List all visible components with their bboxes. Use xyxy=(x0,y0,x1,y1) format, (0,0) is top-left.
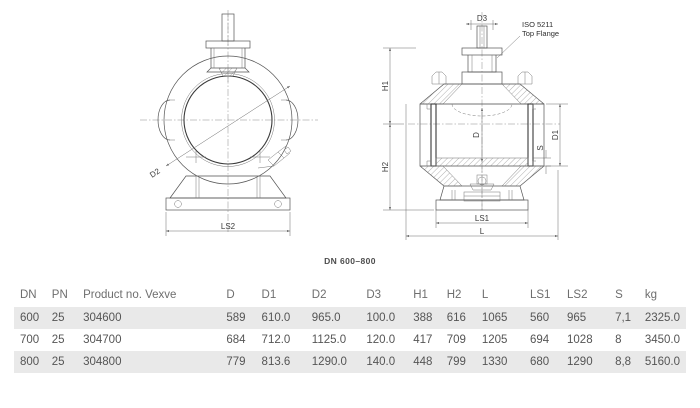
cell-d3: 100.0 xyxy=(366,307,414,329)
figure-caption: DN 600–800 xyxy=(324,256,376,266)
column-header-h1: H1 xyxy=(413,289,428,301)
cell-kg: 2325.0 xyxy=(644,307,686,329)
column-header-pn: PN xyxy=(51,289,68,301)
table-row: 700 25 304700 684 712.0 1125.0 120.0 417… xyxy=(14,329,686,351)
cell-dn: 700 xyxy=(20,334,40,346)
column-header-d: D xyxy=(226,289,235,301)
technical-drawing: D2 LS2 D3 ISO 5211 Top Flange xyxy=(140,10,568,240)
cell-product-no: 304700 xyxy=(83,334,122,346)
cell-ls1: 694 xyxy=(529,334,550,346)
cell-pn: 25 xyxy=(51,334,65,346)
column-header-d3: D3 xyxy=(366,289,382,301)
cell-ls2: 1028 xyxy=(567,334,593,346)
column-header-dn: DN xyxy=(20,289,37,301)
cell-s: 7,1 xyxy=(615,307,645,329)
dim-label-d2: D2 xyxy=(148,166,162,179)
cell-pn: 25 xyxy=(51,351,84,373)
cell-dn: 600 xyxy=(14,307,52,329)
cell-l: 1330 xyxy=(481,351,530,373)
specification-table: DN PN Product no. Vexve D D1 D2 D3 H1 H2… xyxy=(14,286,686,373)
column-header-kg: kg xyxy=(644,289,657,301)
cell-s: 8 xyxy=(615,334,622,346)
dim-label-ls1: LS1 xyxy=(475,214,490,223)
column-header-ls2: LS2 xyxy=(567,289,588,301)
cell-product-no: 304800 xyxy=(83,351,227,373)
cell-d: 779 xyxy=(226,351,262,373)
column-header-h2: H2 xyxy=(446,289,462,301)
table-body: 600 25 304600 589 610.0 965.0 100.0 388 … xyxy=(14,307,686,373)
dim-label-h2: H2 xyxy=(381,161,390,172)
cell-l: 1205 xyxy=(481,334,508,346)
cell-h1: 448 xyxy=(413,351,447,373)
cell-d2: 1290.0 xyxy=(311,351,367,373)
dim-label-h1: H1 xyxy=(381,80,390,91)
table-row: 800 25 304800 779 813.6 1290.0 140.0 448… xyxy=(14,351,686,373)
cell-ls1: 560 xyxy=(529,307,568,329)
column-header-d1: D1 xyxy=(261,289,277,301)
cell-s: 8,8 xyxy=(615,351,645,373)
cell-h2: 799 xyxy=(446,351,482,373)
iso-annotation-line1: ISO 5211 xyxy=(522,20,553,29)
column-header-ls1: LS1 xyxy=(529,289,551,301)
left-end-view: D2 LS2 xyxy=(140,10,318,236)
column-header-product-no: Product no. Vexve xyxy=(83,289,177,301)
cell-d: 589 xyxy=(226,307,262,329)
cell-kg: 3450.0 xyxy=(644,334,680,346)
cell-ls2: 1290 xyxy=(567,351,616,373)
table-header: DN PN Product no. Vexve D D1 D2 D3 H1 H2… xyxy=(14,286,686,307)
iso-annotation-line2: Top Flange xyxy=(522,29,559,38)
column-header-l: L xyxy=(481,289,489,301)
cell-pn: 25 xyxy=(51,307,84,329)
cell-h1: 388 xyxy=(413,307,447,329)
table-header-row: DN PN Product no. Vexve D D1 D2 D3 H1 H2… xyxy=(14,286,686,307)
cell-d2: 965.0 xyxy=(311,307,367,329)
dim-label-ls2: LS2 xyxy=(221,222,236,231)
column-header-d2: D2 xyxy=(311,289,327,301)
cell-ls1: 680 xyxy=(529,351,568,373)
dim-label-d1: D1 xyxy=(551,129,560,140)
right-section-view: D3 ISO 5211 Top Flange xyxy=(381,12,568,240)
column-header-s: S xyxy=(615,289,623,301)
cell-d1: 712.0 xyxy=(261,334,291,346)
cell-ls2: 965 xyxy=(567,307,616,329)
cell-d3: 140.0 xyxy=(366,351,414,373)
cell-product-no: 304600 xyxy=(83,307,227,329)
cell-h2: 709 xyxy=(446,334,466,346)
cell-h2: 616 xyxy=(446,307,482,329)
dim-label-d: D xyxy=(472,132,481,138)
cell-d1: 610.0 xyxy=(261,307,312,329)
cell-d1: 813.6 xyxy=(261,351,312,373)
cell-d: 684 xyxy=(226,334,246,346)
dim-label-s: S xyxy=(536,145,545,150)
dim-label-l: L xyxy=(480,227,485,236)
table-row: 600 25 304600 589 610.0 965.0 100.0 388 … xyxy=(14,307,686,329)
cell-l: 1065 xyxy=(481,307,530,329)
dim-label-d3: D3 xyxy=(477,14,488,23)
cell-h1: 417 xyxy=(413,334,433,346)
cell-d3: 120.0 xyxy=(366,334,396,346)
cell-d2: 1125.0 xyxy=(311,334,347,346)
cell-kg: 5160.0 xyxy=(644,351,686,373)
cell-dn: 800 xyxy=(14,351,52,373)
